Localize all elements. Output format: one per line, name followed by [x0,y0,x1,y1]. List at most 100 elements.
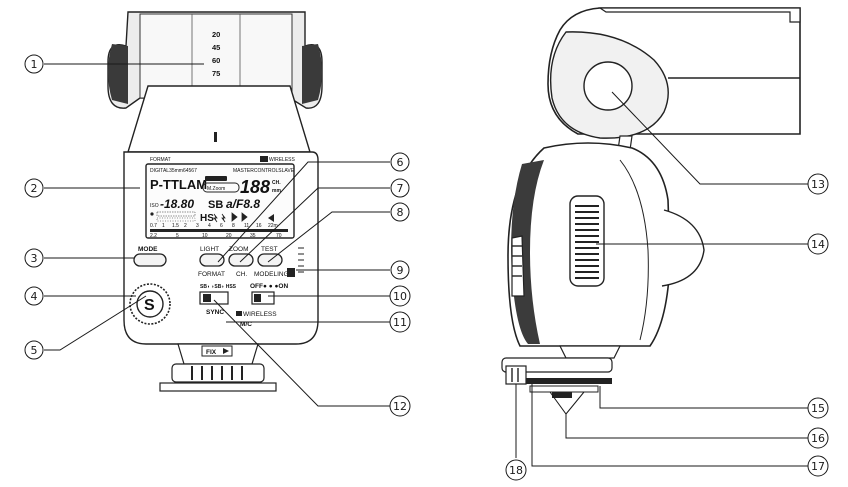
callout-number: 18 [509,464,523,477]
callout-number: 16 [811,432,825,445]
callout-number: 11 [393,316,407,329]
mc-label: M/C [240,321,252,328]
lcd-flash-icon [268,214,274,222]
lcd-panel [145,163,295,239]
head-scale-2: 45 [212,43,220,52]
wireless-label-top: WIRELESS [269,157,296,163]
lcd-iso-label: ISO [150,203,159,209]
side-latch-grip [512,245,522,277]
lcd-sync-icons [213,212,248,223]
front-view: 20 45 60 75 FORMAT WIRELESS DIGITAL35mm6… [107,11,323,392]
lcd-distance-bottom: 10 [202,233,208,239]
head-neck [127,85,311,153]
head-right-pad [302,44,322,104]
head-front-panel [139,13,293,99]
callout-number: 12 [393,400,407,413]
fix-label: FIX [206,349,217,356]
lcd-distance-tick: 3 [196,223,199,229]
callout-number: 5 [31,344,38,357]
callout-number: 6 [397,156,404,169]
lcd-zoom-badge: M.Zoom [207,186,225,192]
side-contact-plate [529,385,599,393]
side-lock-tab [505,365,527,385]
callout-number: 14 [811,238,825,251]
sync-modes-label: SB◗ ◗SB◗ HSS [200,284,237,290]
lcd-distance-scale: 0.7 1 1.5 2 3 4 6 8 11 16 22m 2.2 5 10 2… [150,223,288,239]
ch-button-label: CH. [236,271,247,278]
lcd-distance-tick: 1 [162,223,165,229]
side-head-top-edge [598,7,801,23]
front-hotshoe [159,382,277,392]
lcd-distance-bottom: 70 [276,233,282,239]
head-left-pad [108,44,128,104]
lcd-distance-bottom: 5 [176,233,179,239]
tilt-pivot-knob [583,61,633,111]
callout-number: 9 [397,264,404,277]
lcd-aperture: a/F8.8 [226,197,260,211]
modeling-button[interactable] [287,268,295,277]
lcd-distance-bottom: 20 [226,233,232,239]
head-scale-4: 75 [212,69,220,78]
callout-number: 15 [811,402,825,415]
callout-number: 4 [31,290,38,303]
front-lock-grip [191,366,243,380]
lcd-distance-tick: 16 [256,223,262,229]
callout-number: 7 [397,182,404,195]
lcd-distance-bottom: 35 [250,233,256,239]
grille-slots [575,205,599,279]
mode-button[interactable] [133,253,167,267]
side-view [501,7,801,398]
head-scale-3: 60 [212,56,220,65]
callout-number: 3 [31,252,38,265]
zoom-button[interactable] [228,253,254,267]
callout-number: 1 [31,58,38,71]
dial-letter: S [144,297,155,314]
lcd-mode: P-TTLAM [150,177,207,192]
wireless-label: WIRELESS [243,311,277,318]
callout-number: 10 [393,290,407,303]
lcd-mm-label: mm [272,188,281,194]
test-button-label: TEST [261,246,278,253]
lcd-distance-tick: 6 [220,223,223,229]
format-label-top: FORMAT [150,157,171,163]
lcd-sb-label: SB [208,199,223,211]
callout-number: 13 [811,178,825,191]
lcd-distance-tick: 1.5 [172,223,179,229]
side-foot-neck [559,345,621,359]
lcd-top-left: DIGITAL35mm64567 [150,168,197,174]
front-grip-bulge [661,209,705,287]
head-scale-1: 20 [212,30,220,39]
light-button-label: LIGHT [200,246,219,253]
modeling-button-label: MODELING [254,271,289,278]
mode-button-label: MODE [138,246,158,253]
side-lock-ring [501,357,613,373]
light-button[interactable] [199,253,225,267]
lcd-distance-tick: 11 [244,223,249,229]
side-hotshoe [526,378,612,384]
off-on-label: OFF● ● ●ON [250,283,288,290]
callout-leaders [44,63,808,467]
fix-label-box [201,345,233,357]
front-lock-ring [171,363,265,383]
lcd-distance-tick: 22m [268,223,278,229]
zoom-button-label: ZOOM [229,246,249,253]
lcd-bar-graph [150,211,196,222]
battery-door-grip [298,247,304,273]
lcd-distance-tick: 2 [184,223,187,229]
callout-number: 17 [811,460,825,473]
format-button-label: FORMAT [198,271,225,278]
lcd-distance-tick: 0.7 [150,223,157,229]
lcd-ch-label: CH. [272,180,281,186]
lcd-top-right: MASTERCONTROLSLAVE [233,168,295,174]
side-body-shading [511,160,544,344]
lcd-iso-value: -18.80 [160,197,194,211]
callout-number: 8 [397,206,404,219]
lcd-distance-bottom: 2.2 [150,233,157,239]
lcd-channel-digits: 188 [240,177,270,197]
lcd-distance-tick: 8 [232,223,235,229]
lcd-distance-tick: 4 [208,223,211,229]
callout-number: 2 [31,182,38,195]
sync-label: SYNC [206,309,224,316]
lcd-hss-label: HS [200,213,214,224]
